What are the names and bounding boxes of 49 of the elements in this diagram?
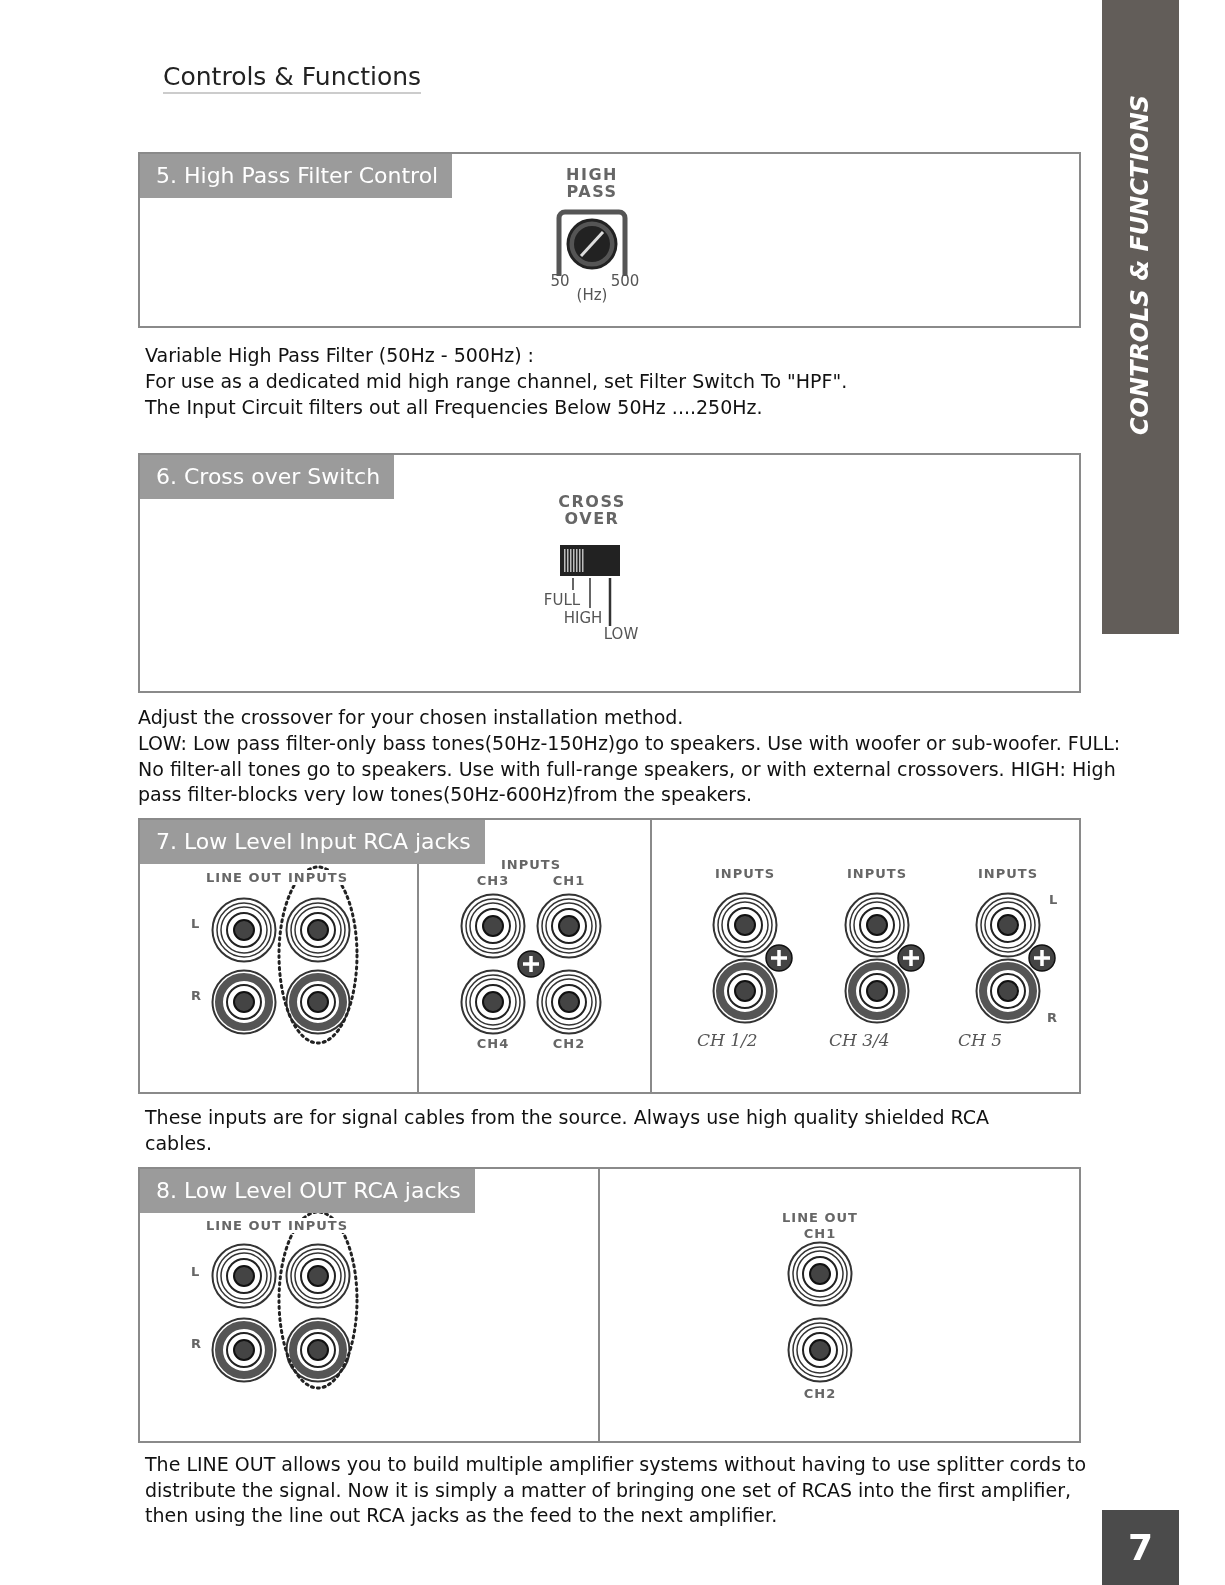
panel-label: CH 3/4: [829, 1030, 890, 1050]
panel-label: CH2: [551, 1036, 587, 1051]
description-text: Variable High Pass Filter (50Hz - 500Hz) :: [145, 343, 535, 368]
panel-label: CH2: [802, 1386, 838, 1401]
panel-label: HIGH PASS: [565, 166, 619, 200]
side-tab-label: CONTROLS & FUNCTIONS: [1126, 94, 1154, 436]
section-heading: 5. High Pass Filter Control: [140, 154, 453, 198]
section-panel: [138, 453, 1081, 693]
panel-label: LOW: [603, 625, 639, 643]
panel-label: CH1: [802, 1226, 838, 1241]
panel-label: 50: [550, 272, 570, 290]
section-heading: 7. Low Level Input RCA jacks: [140, 820, 485, 864]
page-number: 7: [1102, 1510, 1179, 1585]
description-text: The Input Circuit filters out all Frequencies Below 50Hz ....250Hz.: [145, 395, 763, 420]
panel-label: INPUTS: [500, 857, 562, 872]
section-heading: 8. Low Level OUT RCA jacks: [140, 1169, 475, 1213]
panel-label: CH 5: [958, 1030, 1003, 1050]
panel-label: CH1: [551, 873, 587, 888]
section-panel: [138, 152, 1081, 328]
panel-label: INPUTS: [714, 866, 776, 881]
description-text: The LINE OUT allows you to build multiple amplifier systems without having to use splitter cords to distribute the signal. Now it is simply a matter of bringing one set of RCAS into the first amplifier, then using the line out RCA jacks as the feed to the next amplifier.: [145, 1452, 1088, 1528]
section-heading: 6. Cross over Switch: [140, 455, 395, 499]
panel-label: CH 1/2: [697, 1030, 758, 1050]
description-text: These inputs are for signal cables from the source. Always use high quality shielded RCA cables.: [145, 1105, 991, 1156]
panel-label: HIGH: [563, 609, 603, 627]
page-title: Controls & Functions: [163, 62, 422, 94]
description-text: LOW: Low pass filter-only bass tones(50Hz-150Hz)go to speakers. Use with woofer or sub-woofer. FULL: No filter-all tones go to speakers. Use with full-range speakers, or with external crossovers. HIGH: High pass filter-blocks very low tones(50Hz-600Hz)from the speakers.: [138, 731, 1122, 807]
panel-label: CH4: [475, 1036, 511, 1051]
panel-label: R: [1046, 1010, 1059, 1025]
section-panel: [138, 1167, 1081, 1443]
panel-label: INPUTS: [287, 870, 349, 885]
panel-label: R: [190, 1336, 203, 1351]
panel-label: INPUTS: [977, 866, 1039, 881]
panel-label: INPUTS: [287, 1218, 349, 1233]
panel-label: L: [1048, 892, 1060, 907]
panel-label: LINE OUT: [205, 1218, 283, 1233]
panel-label: L: [190, 916, 202, 931]
description-text: For use as a dedicated mid high range channel, set Filter Switch To "HPF".: [145, 369, 848, 394]
description-text: Adjust the crossover for your chosen installation method.: [138, 705, 684, 730]
panel-label: FULL: [543, 591, 581, 609]
panel-label: INPUTS: [846, 866, 908, 881]
panel-label: R: [190, 988, 203, 1003]
panel-label: CH3: [475, 873, 511, 888]
panel-label: CROSS OVER: [557, 493, 627, 527]
panel-label: 500: [610, 272, 640, 290]
panel-label: L: [190, 1264, 202, 1279]
panel-label: LINE OUT: [781, 1210, 859, 1225]
panel-label: LINE OUT: [205, 870, 283, 885]
panel-label: (Hz): [576, 286, 608, 304]
